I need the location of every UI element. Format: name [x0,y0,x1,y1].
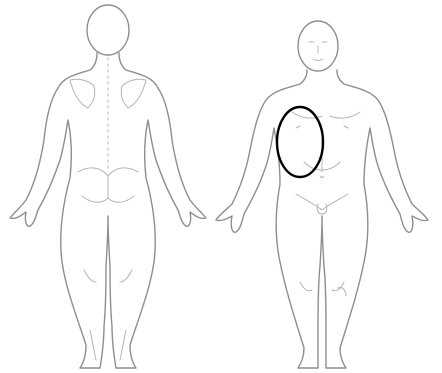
back-right-scapula [121,79,146,108]
back-left-scapula [70,79,95,108]
back-buttocks [78,168,138,202]
front-chest-lines [292,112,360,128]
front-leg-details [300,282,346,296]
front-face-features [309,42,327,61]
front-groin [296,194,348,214]
back-leg-details [84,270,132,360]
front-body-outline [216,70,428,368]
marked-region-ellipse [277,107,323,177]
human-body-back-view-icon [10,5,206,368]
back-head [87,5,129,55]
human-body-front-view-icon [216,21,428,368]
